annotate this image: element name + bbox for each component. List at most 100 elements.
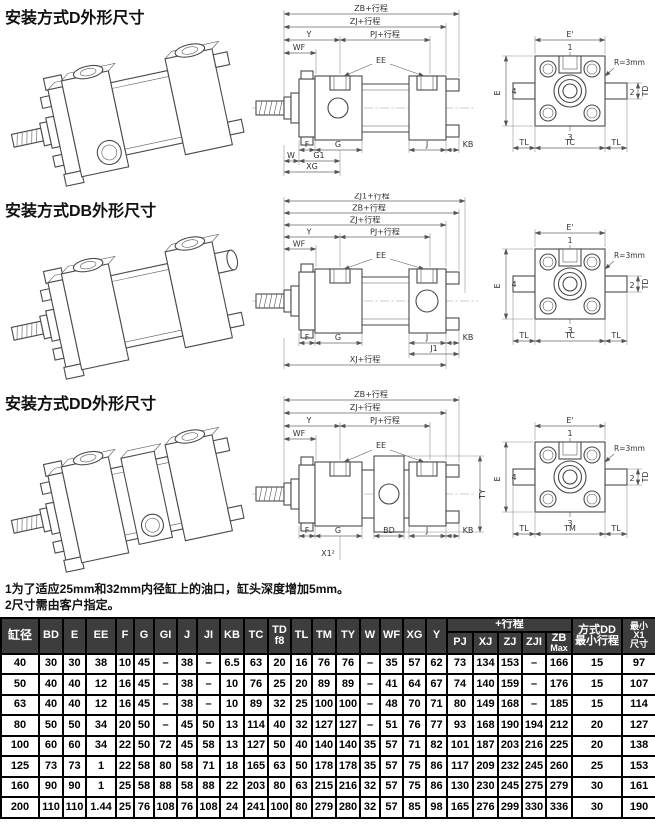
dim-label: X1²: [321, 549, 335, 558]
dim-label: G: [335, 333, 341, 342]
drawing-geometry: [502, 422, 642, 538]
table-cell: 100: [0, 734, 40, 758]
dim-label: TL: [610, 524, 621, 533]
table-cell: 57: [402, 652, 427, 676]
dim-label: TD: [641, 85, 650, 97]
table-cell: 38: [176, 652, 198, 676]
section-mounting-d: 安装方式D外形尺寸: [0, 0, 655, 193]
dim-label: PJ+行程: [370, 227, 400, 237]
dim-label: TD: [641, 471, 650, 483]
dim-label: TL: [518, 138, 529, 147]
dim-label: BD: [383, 526, 395, 535]
table-cell: 57: [379, 796, 404, 819]
table-cell: 232: [497, 755, 523, 778]
dim-label: J: [425, 526, 428, 535]
table-cell: 98: [425, 796, 448, 819]
table-cell: 185: [544, 693, 574, 717]
table-header: 缸径 BD E EE F G GI J JI KB TC TD f8 TL TM…: [0, 617, 655, 655]
table-cell: 159: [497, 673, 523, 696]
table-cell: 15: [571, 673, 624, 696]
table-cell: 25: [267, 673, 292, 696]
table-cell: 125: [0, 755, 40, 778]
table-cell: 275: [521, 775, 547, 799]
col-header-td-line2: f8: [274, 634, 285, 647]
table-cell: 76: [133, 796, 155, 819]
table-cell: 216: [521, 734, 547, 758]
port-position-label: 1: [567, 236, 572, 245]
table-cell: 245: [497, 775, 523, 799]
table-cell: 86: [425, 775, 448, 799]
col-header-zj: ZJ: [497, 630, 523, 655]
table-cell: 245: [521, 755, 547, 778]
col-header-ty: TY: [335, 617, 361, 655]
dim-label: ZB+行程: [354, 3, 388, 13]
table-cell: –: [359, 652, 381, 676]
table-cell: 50: [196, 714, 221, 737]
table-cell: 50: [62, 714, 87, 737]
table-cell: 117: [446, 755, 474, 778]
table-cell: 97: [621, 652, 655, 676]
section-title-db: 安装方式DB外形尺寸: [5, 203, 157, 220]
table-cell: 165: [446, 796, 474, 819]
table-cell: 75: [402, 775, 427, 799]
table-cell: 18: [219, 755, 245, 778]
table-cell: 38: [176, 693, 198, 717]
table-cell: 50: [290, 755, 313, 778]
table-cell: 73: [38, 755, 64, 778]
table-cell: 60: [38, 734, 64, 758]
table-cell: 50: [0, 673, 40, 696]
section-mounting-db: 安装方式DB外形尺寸: [0, 193, 655, 386]
table-cell: 63: [243, 652, 269, 676]
drawing-geometry: [502, 36, 642, 152]
table-cell: 130: [446, 775, 474, 799]
table-cell: 110: [62, 796, 87, 819]
col-header-bore: 缸径: [0, 617, 40, 655]
table-cell: 57: [379, 775, 404, 799]
table-cell: 88: [196, 775, 221, 799]
table-cell: 138: [621, 734, 655, 758]
table-cell: 57: [379, 734, 404, 758]
table-cell: 30: [62, 652, 87, 676]
isometric-view-dd: [10, 426, 245, 573]
table-cell: 13: [219, 714, 245, 737]
table-cell: 140: [472, 673, 499, 696]
col-header-x1-line2: X1: [633, 630, 645, 641]
dim-label: W: [287, 151, 295, 160]
table-cell: 101: [446, 734, 474, 758]
table-cell: 1: [85, 755, 117, 778]
table-cell: 32: [267, 693, 292, 717]
table-cell: 34: [85, 714, 117, 737]
table-cell: 215: [311, 775, 337, 799]
table-cell: 209: [472, 755, 499, 778]
col-header-zb-line1: ZB: [551, 631, 567, 644]
table-cell: 178: [311, 755, 337, 778]
table-cell: 100: [267, 796, 292, 819]
col-header-e: E: [62, 617, 87, 655]
table-cell: 127: [243, 734, 269, 758]
table-cell: 20: [267, 652, 292, 676]
table-cell: 299: [497, 796, 523, 819]
table-cell: 279: [544, 775, 574, 799]
note-2: 2尺寸需由客户指定。: [5, 598, 120, 612]
dim-label: ZB+行程: [352, 203, 386, 213]
table-cell: 45: [133, 673, 155, 696]
table-cell: 25: [571, 755, 624, 778]
table-cell: –: [521, 693, 547, 717]
table-cell: 74: [446, 673, 474, 696]
table-cell: 230: [472, 775, 499, 799]
table-cell: 76: [311, 652, 337, 676]
table-cell: 194: [521, 714, 547, 737]
port-position-label: 4: [511, 473, 516, 482]
table-cell: 40: [267, 714, 292, 737]
section-title-dd: 安装方式DD外形尺寸: [5, 396, 157, 413]
table-cell: –: [359, 673, 381, 696]
col-header-xj: XJ: [472, 630, 499, 655]
col-header-tl: TL: [290, 617, 313, 655]
table-cell: 216: [335, 775, 361, 799]
port-position-label: 2: [629, 88, 634, 97]
table-cell: 58: [176, 755, 198, 778]
col-header-gi: GI: [153, 617, 178, 655]
table-cell: 41: [379, 673, 404, 696]
